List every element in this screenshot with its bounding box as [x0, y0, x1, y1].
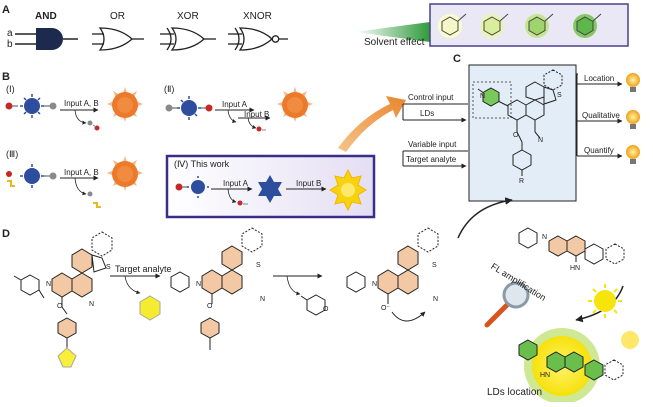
- step-target-analyte: Target analyte: [115, 264, 172, 274]
- atom-o-quinone: O: [323, 306, 329, 313]
- atom-ominus-d3: O⁻: [381, 305, 391, 312]
- atom-n-d1: N: [46, 281, 52, 288]
- gate-xor: [160, 27, 216, 51]
- output-qualitative: Qualitative: [582, 111, 620, 120]
- probe-molecule: [472, 69, 563, 176]
- blue-hexagram: [258, 175, 282, 203]
- gate-input-b: b: [7, 39, 13, 50]
- atom-r-c: R: [519, 178, 525, 185]
- atom-o-d1: O: [57, 303, 63, 310]
- atom-s-c: S: [557, 92, 562, 99]
- mechanism-2-step-a: Input A: [222, 100, 247, 109]
- lightbulb-icon-1: [626, 73, 640, 92]
- solvent-molecules: [438, 13, 602, 38]
- atom-o-c: O: [513, 132, 519, 139]
- mechanism-4: [175, 168, 367, 212]
- mechanism-1: [5, 87, 143, 131]
- atom-cn-d2: N: [260, 296, 266, 303]
- panel-label-d: D: [2, 228, 10, 240]
- gate-or: [92, 27, 144, 51]
- gate-xnor: [228, 27, 288, 51]
- product-molecule: [518, 227, 625, 265]
- molecule-d1: [13, 231, 113, 368]
- lightbulb-icon-2: [626, 110, 640, 129]
- gate-and: [15, 28, 78, 50]
- atom-s-d3: S: [432, 262, 437, 269]
- atom-n-d3: N: [372, 281, 378, 288]
- mechanism-4-id: (Ⅳ) This work: [174, 159, 230, 169]
- panel-label-a: A: [2, 4, 10, 16]
- molecule-d3: [346, 227, 439, 322]
- gate-label-or: OR: [110, 11, 125, 22]
- gate-label-xnor: XNOR: [243, 11, 272, 22]
- atom-cn-d1: N: [89, 301, 95, 308]
- solvent-effect-label: Solvent effect: [364, 37, 425, 48]
- target-analyte-label: Target analyte: [406, 155, 457, 164]
- atom-hn-product: HN: [570, 265, 581, 272]
- big-orange-arrow: [338, 96, 406, 152]
- mechanism-4-step-b: Input B: [296, 179, 322, 188]
- analyte-icosahedron: [139, 295, 161, 321]
- lds-glow: [518, 328, 639, 404]
- mechanism-3-step: Input A, B: [64, 168, 99, 177]
- atom-n-product: N: [542, 234, 548, 241]
- output-location: Location: [584, 74, 615, 83]
- mechanism-4-step-a: Input A: [223, 179, 248, 188]
- mechanism-1-id: (Ⅰ): [6, 84, 15, 94]
- panel-label-b: B: [2, 71, 10, 83]
- curved-arrow-up: [457, 197, 513, 239]
- lds-location-label: LDs location: [487, 387, 543, 398]
- mechanism-1-step: Input A, B: [64, 99, 99, 108]
- blue-probe-star-1: [20, 94, 44, 118]
- atom-cn-d3: N: [433, 296, 439, 303]
- atom-n-d2: N: [196, 281, 202, 288]
- gate-label-xor: XOR: [177, 11, 199, 22]
- panel-label-c: C: [453, 53, 461, 65]
- solvent-gradient-wedge: [355, 22, 430, 42]
- magnifier-icon: [484, 281, 530, 328]
- output-arrows: [576, 73, 623, 159]
- output-quantify: Quantify: [584, 146, 614, 155]
- atom-hn-lds: HN: [540, 372, 551, 379]
- orange-star-1: [107, 87, 143, 122]
- atom-s-d2: S: [256, 262, 261, 269]
- mechanism-2: [165, 87, 313, 132]
- atom-cn-c: N: [538, 137, 544, 144]
- mechanism-3-id: (Ⅲ): [6, 149, 19, 159]
- mechanism-3: [6, 156, 143, 208]
- gate-input-a: a: [7, 28, 13, 39]
- atom-s-d1: S: [106, 264, 111, 271]
- mechanism-2-id: (Ⅱ): [164, 84, 175, 94]
- gate-label-and: AND: [35, 11, 57, 22]
- molecule-d2: [170, 227, 263, 350]
- mechanism-2-step-b: Input B: [244, 110, 270, 119]
- variable-input-label: Variable input: [408, 140, 457, 149]
- atom-o-d2: O: [207, 303, 213, 310]
- atom-n-c: N: [480, 93, 486, 100]
- quinone-methide: [300, 294, 326, 316]
- lightbulb-icon-3: [626, 145, 640, 164]
- control-input-label: Control input: [408, 93, 454, 102]
- lds-input-label: LDs: [420, 109, 435, 118]
- sun-icon: [588, 284, 622, 318]
